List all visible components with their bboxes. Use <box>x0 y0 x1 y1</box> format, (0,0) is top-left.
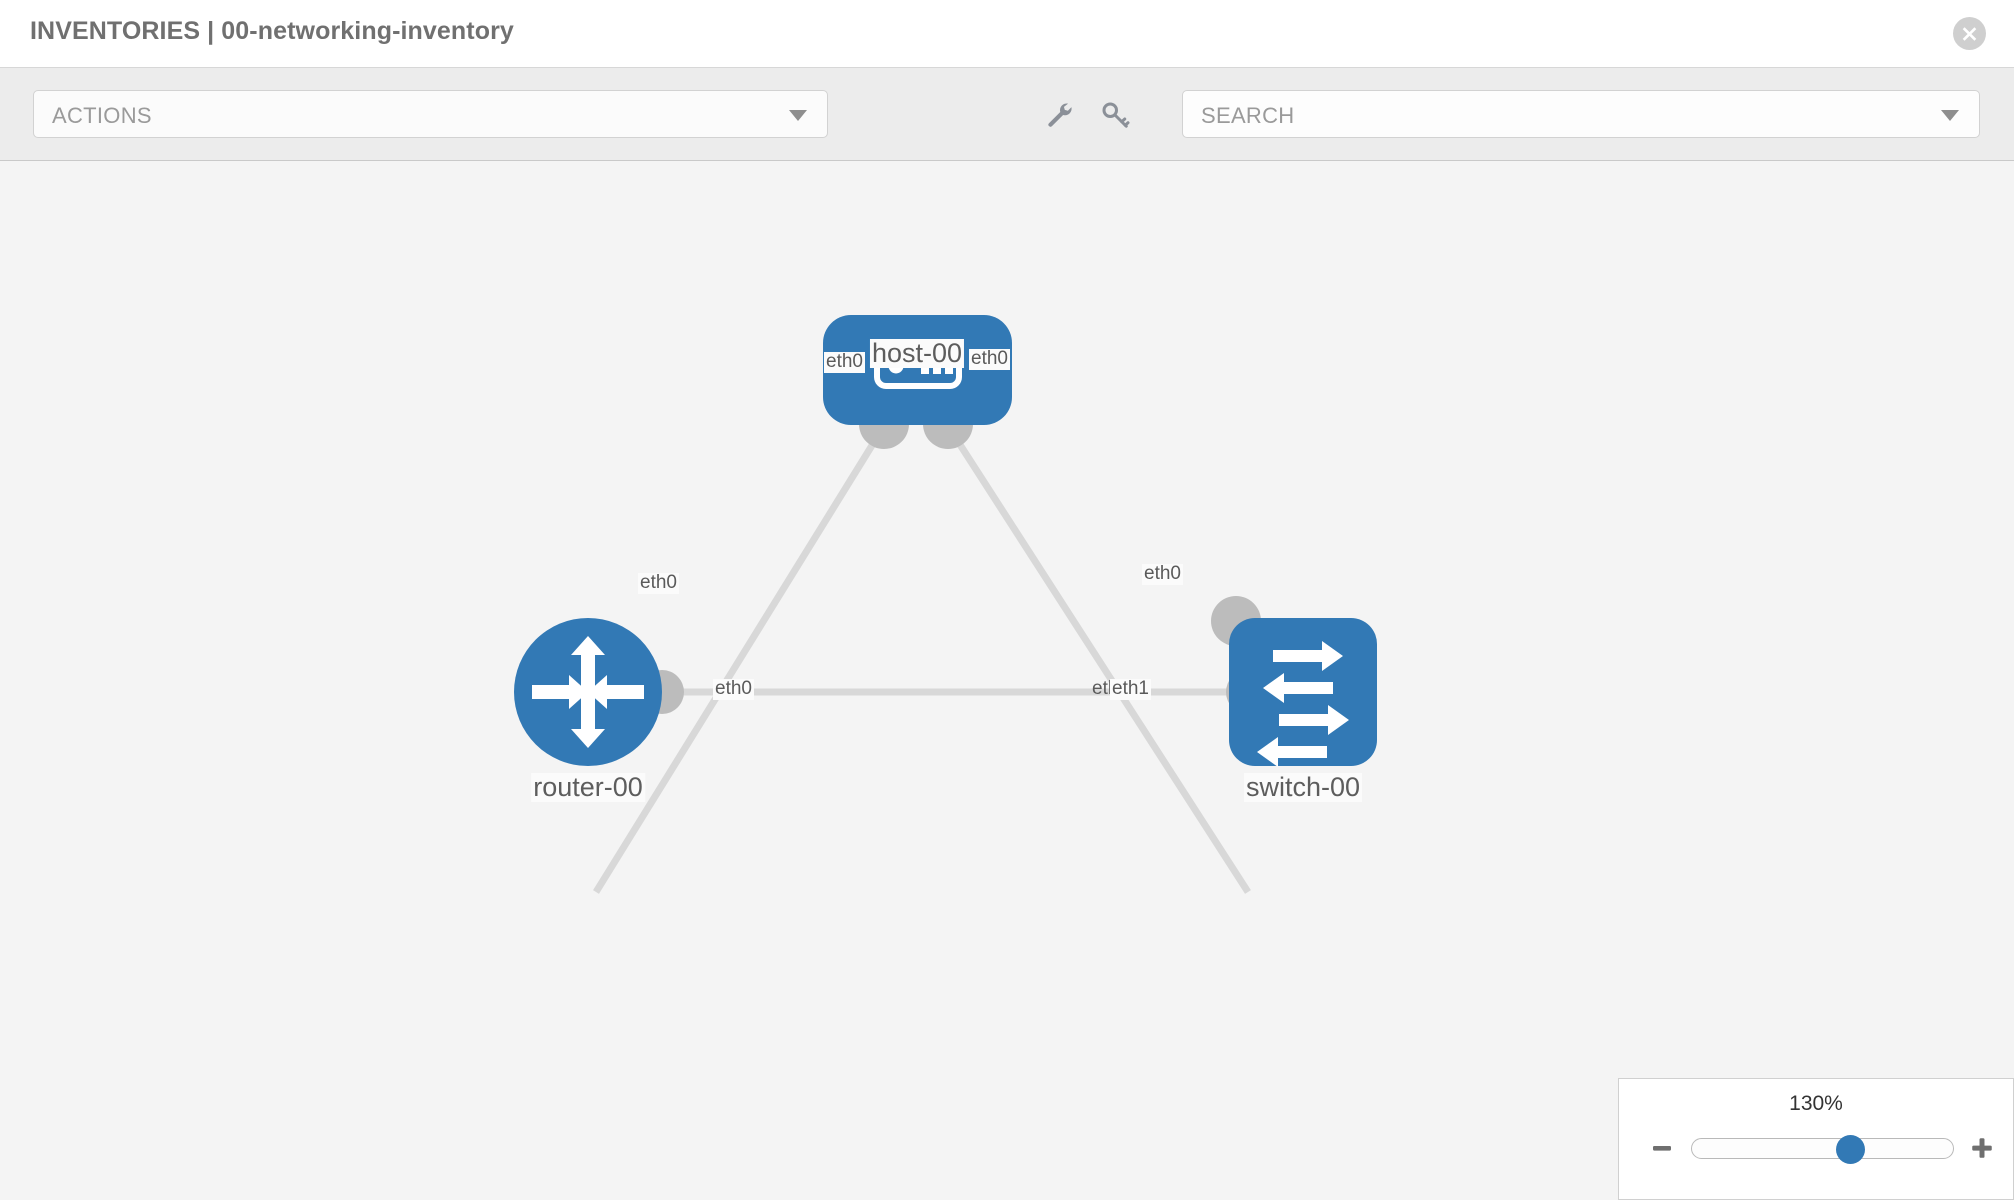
edge-label-host00-right: eth0 <box>969 348 1010 370</box>
link-host00-router00[interactable] <box>593 424 887 894</box>
zoom-level-value: 130% <box>1789 1092 1843 1115</box>
link-host00-switch00[interactable] <box>945 424 1251 894</box>
minus-icon[interactable] <box>1645 1129 1679 1167</box>
close-icon[interactable] <box>1953 17 1986 50</box>
node-label-router-00: router-00 <box>531 772 645 803</box>
zoom-control-panel: 130% <box>1618 1078 2014 1200</box>
zoom-slider-thumb[interactable] <box>1836 1135 1865 1164</box>
actions-dropdown[interactable]: ACTIONS <box>33 90 828 138</box>
edge-label-switch00-uplink: eth0 <box>1142 563 1183 585</box>
page-header: INVENTORIES | 00-networking-inventory <box>0 0 2014 68</box>
key-icon[interactable] <box>1094 94 1136 136</box>
plus-icon[interactable] <box>1965 1129 1999 1167</box>
chevron-down-icon[interactable] <box>1941 110 1959 121</box>
router-arrows-icon <box>532 636 644 748</box>
edge-label-router00-eth0: eth0 <box>713 678 754 700</box>
switch-arrows-icon <box>1257 641 1349 767</box>
actions-dropdown-label: ACTIONS <box>52 103 152 128</box>
search-placeholder: SEARCH <box>1201 103 1295 128</box>
node-label-switch-00: switch-00 <box>1243 772 1363 803</box>
node-label-host-00: host-00 <box>869 338 965 369</box>
topology-links <box>593 424 1251 894</box>
search-input[interactable]: SEARCH <box>1182 90 1980 138</box>
node-router-00[interactable] <box>514 618 662 766</box>
node-switch-00[interactable] <box>1229 618 1377 767</box>
wrench-icon[interactable] <box>1038 94 1080 136</box>
page-title: INVENTORIES | 00-networking-inventory <box>30 17 514 45</box>
chevron-down-icon <box>789 110 807 121</box>
topology-graph <box>514 315 1377 894</box>
edge-label-switch00-eth1: eth1 <box>1110 678 1151 700</box>
topology-canvas[interactable]: host-00 router-00 switch-00 eth0 eth0 et… <box>0 161 2014 1200</box>
zoom-slider[interactable] <box>1691 1135 1954 1164</box>
toolbar: ACTIONS SEARCH <box>0 68 2014 161</box>
edge-label-router00-uplink: eth0 <box>638 572 679 594</box>
zoom-slider-row <box>1619 1129 2013 1169</box>
edge-label-host00-left: eth0 <box>824 351 865 373</box>
